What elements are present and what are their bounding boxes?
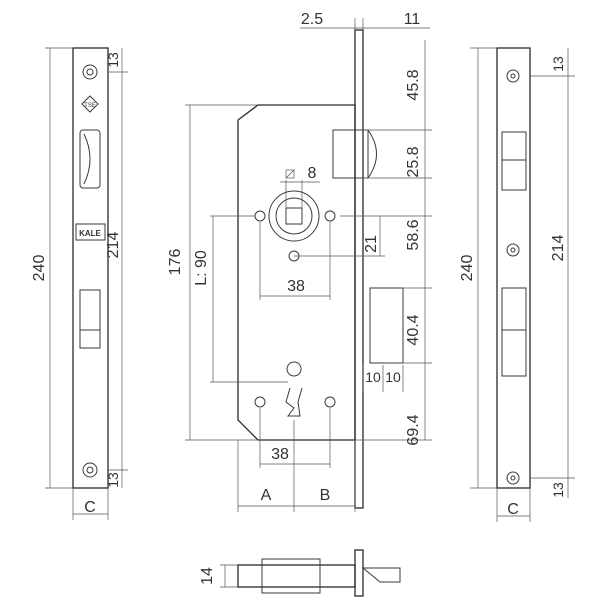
dead-bolt — [369, 287, 404, 364]
spindle-right-screw — [324, 210, 336, 222]
left-stamp-logo: TSE — [84, 103, 96, 109]
right-height-label: 240 — [459, 255, 476, 282]
lock-body-dimensions: 2.5 11 45.8 25.8 58.6 40.4 69.4 21 10 10… — [167, 11, 432, 512]
small-dim-2: 10 — [385, 369, 401, 385]
right-hole-spacing-label: 214 — [550, 235, 567, 262]
right-bottom-screw-hole — [506, 471, 520, 485]
dim-69-4: 69.4 — [405, 414, 422, 445]
bottom-hub-outline — [261, 558, 321, 594]
left-bottom-offset-label: 13 — [105, 472, 121, 488]
right-faceplate-outline — [496, 47, 531, 489]
right-faceplate — [496, 47, 531, 489]
keyhole — [285, 361, 303, 417]
right-top-screw-hole-inner — [510, 73, 516, 79]
lock-body — [237, 29, 404, 509]
left-width-label: C — [84, 499, 96, 516]
left-brand-mark: KALE — [79, 229, 101, 238]
right-bottom-screw-hole-inner — [510, 475, 516, 481]
left-bottom-screw-hole-inner — [86, 466, 94, 474]
bottom-front-plate — [354, 549, 364, 597]
right-width-label: C — [507, 501, 519, 518]
spindle-hub-inner — [275, 197, 313, 235]
upper-hole-spacing-label: 38 — [287, 278, 305, 295]
right-middle-screw-hole-inner — [510, 247, 516, 253]
left-stamp-logo-shape — [81, 95, 99, 113]
small-dim-1: 10 — [365, 369, 381, 385]
left-bolt-slot — [79, 289, 101, 349]
lock-front-plate — [354, 29, 364, 509]
left-brand-box — [75, 223, 106, 241]
spindle-hub-outer — [268, 190, 320, 242]
bottom-view: 14 — [199, 549, 401, 597]
top-width-small-label: 2.5 — [301, 11, 323, 28]
right-middle-screw-hole — [506, 243, 520, 257]
right-top-offset-label: 13 — [550, 56, 566, 72]
cylinder-right-screw — [324, 396, 336, 408]
right-latch-strike — [501, 131, 527, 191]
spindle-size-label: 8 — [308, 165, 317, 182]
bottom-body-outline — [237, 564, 356, 588]
left-faceplate: TSE KALE — [72, 47, 109, 489]
left-faceplate-outline — [72, 47, 109, 489]
right-top-screw-hole — [506, 69, 520, 83]
left-top-screw-hole-inner — [86, 68, 94, 76]
left-latch-curve — [83, 133, 91, 185]
dim-40-4: 40.4 — [405, 314, 422, 345]
bottom-latch-profile — [361, 567, 401, 583]
spindle-square — [285, 207, 303, 225]
left-bottom-screw-hole — [82, 462, 98, 478]
dim-25-8: 25.8 — [405, 146, 422, 177]
left-hole-spacing-label: 214 — [105, 232, 122, 259]
left-latch-slot — [79, 129, 101, 189]
left-faceplate-dimensions: 240 214 13 13 C — [31, 47, 128, 520]
right-faceplate-dimensions: 240 214 13 13 C — [459, 47, 575, 522]
cylinder-left-screw — [254, 396, 266, 408]
backset-a-label: A — [261, 487, 272, 504]
dim-45-8: 45.8 — [405, 69, 422, 100]
latch-bevel — [367, 129, 377, 179]
overall-height-label: 176 — [167, 249, 184, 276]
center-distance-label: L: 90 — [193, 250, 210, 286]
backset-b-label: B — [320, 487, 331, 504]
left-top-offset-label: 13 — [105, 52, 121, 68]
left-height-label: 240 — [31, 255, 48, 282]
left-top-screw-hole — [82, 64, 98, 80]
dim-58-6: 58.6 — [405, 219, 422, 250]
right-bottom-offset-label: 13 — [550, 482, 566, 498]
top-width-large-label: 11 — [404, 11, 421, 28]
spindle-left-screw — [254, 210, 266, 222]
bottom-thickness-label: 14 — [199, 567, 216, 585]
spindle-offset-label: 21 — [363, 235, 380, 253]
lock-body-outline — [237, 104, 356, 441]
right-bolt-strike — [501, 287, 527, 377]
lower-hole-spacing-label: 38 — [271, 446, 289, 463]
